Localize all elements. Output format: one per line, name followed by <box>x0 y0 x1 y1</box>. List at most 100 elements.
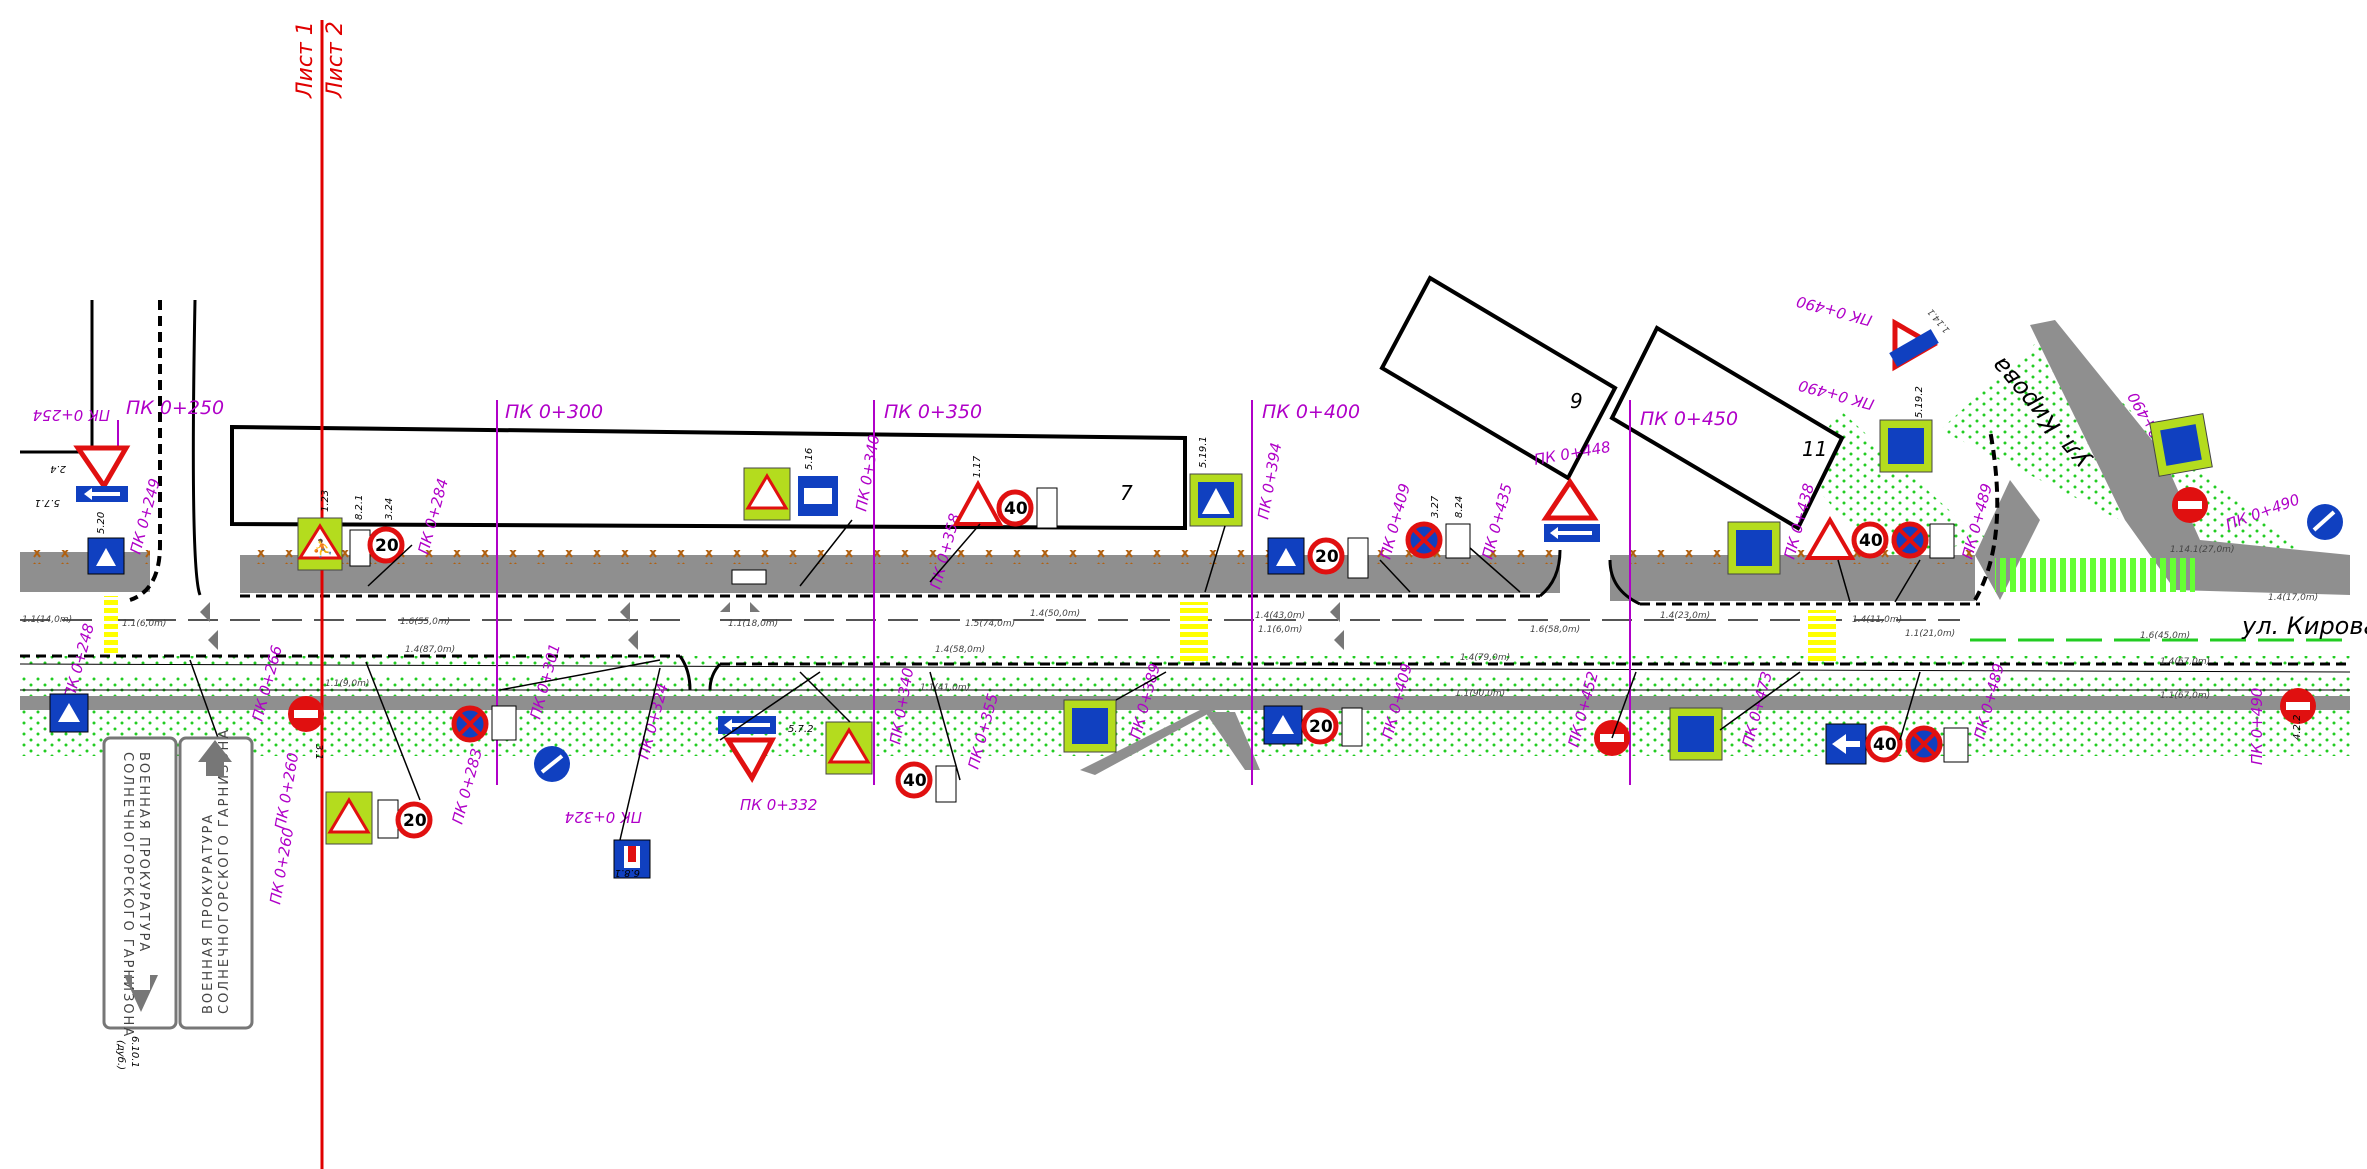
street-kirova-main: ул. Кирова <box>2241 612 2367 640</box>
sheet-boundary: Лист 1 Лист 2 <box>293 20 348 1169</box>
svg-text:40: 40 <box>1004 499 1028 519</box>
sign-code: 3.24 <box>384 498 395 520</box>
pk-324b: ПК 0+324 <box>565 808 642 826</box>
pk-label-250: ПК 0+250 <box>126 397 224 419</box>
sign-code: 1.17 <box>972 455 983 478</box>
upper-signs: ⛹ 20 40 20 4 <box>73 318 2343 579</box>
marking-label: 1.1(6,0m) <box>122 619 166 629</box>
pk-490a: ПК 0+490 <box>1795 292 1874 329</box>
sign-code: 6.8.1 <box>615 867 640 878</box>
marking-label: 1.4(79,0m) <box>1460 653 1510 663</box>
speed-limit-40-sign <box>895 761 933 799</box>
svg-text:20: 20 <box>403 811 427 831</box>
sign-1-17 <box>1804 516 1856 560</box>
lower-signs: 20 40 20 40 <box>49 688 2316 879</box>
arrow-up-icon <box>198 740 232 776</box>
pk-490e: ПК 0+490 <box>2248 688 2266 765</box>
sign-8-24 <box>1445 523 1471 559</box>
svg-text:40: 40 <box>903 771 927 791</box>
guide-board-right <box>178 736 254 1030</box>
pk-label-300: ПК 0+300 <box>505 401 603 423</box>
pk-435: ПК 0+435 <box>1478 482 1515 561</box>
pk-label-350: ПК 0+350 <box>884 401 982 423</box>
building-7-number: 7 <box>1120 481 1133 505</box>
sign-codes: 5.20 5.7.1 2.4 1.23 8.2.1 3.24 3.27 8.24… <box>35 386 2303 878</box>
speed-limit-20-sign <box>395 801 433 839</box>
board-text: ВОЕННАЯ ПРОКУРАТУРА <box>201 813 216 1014</box>
sign-5-7-1 <box>1889 329 1939 367</box>
marking-labels: 1.1(14,0m) 1.1(6,0m) 1.6(55,0m) 1.4(87,0… <box>22 306 2318 701</box>
pk-260a: ПК 0+260 <box>271 751 302 830</box>
sign-2-4 <box>73 445 131 491</box>
marking-label: 1.6(58,0m) <box>1530 625 1580 635</box>
pk-490b: ПК 0+490 <box>1797 376 1876 413</box>
sign-1-17 <box>952 479 1004 526</box>
sign-5-20 <box>49 693 89 733</box>
guide-boards: ВОЕННАЯ ПРОКУРАТУРА СОЛНЕЧНОГОРСКОГО ГАР… <box>102 728 254 1070</box>
sign-8-24 <box>1929 523 1955 559</box>
marking-label: 1.4(17,0m) <box>2268 593 2318 603</box>
svg-text:20: 20 <box>1309 717 1333 737</box>
marking-label: 1.4(23,0m) <box>1660 611 1710 621</box>
side-street-left <box>20 300 94 455</box>
marking-label: 1.6(45,0m) <box>2140 631 2190 641</box>
board-code: 6.10.1 <box>129 1036 140 1068</box>
board-text: СОЛНЕЧНОГОРСКОГО ГАРНИЗОНА <box>120 752 135 1038</box>
sign-code: 8.2.1 <box>354 495 365 520</box>
sign-2-4 <box>723 737 777 783</box>
speed-limit-20-sign <box>367 526 405 564</box>
building-7 <box>230 424 1187 531</box>
sign-8-24 <box>1943 727 1969 763</box>
marking-label: 1.4(43,0m) <box>1255 611 1305 621</box>
marking-label: 1.6(55,0m) <box>400 617 450 627</box>
board-text: СОЛНЕЧНОГОРСКОГО ГАРНИЗОНА <box>217 728 232 1014</box>
sheet-2-label: Лист 2 <box>323 21 348 99</box>
speed-limit-20-sign <box>1307 537 1345 575</box>
marking-label: 1.1(90,0m) <box>1455 689 1505 699</box>
marking-label: 1.4(87,0m) <box>405 645 455 655</box>
sign-code: 1.23 <box>320 490 331 512</box>
speed-limit-40-sign <box>1865 725 1903 763</box>
marking-label: 1.14.1(27,0m) <box>2170 545 2234 555</box>
sign-code: 5.19.1 <box>1198 436 1209 468</box>
speed-limit-20-sign <box>1301 707 1339 745</box>
marking-label: 1.1(18,0m) <box>728 619 778 629</box>
marking-label: 1.4(50,0m) <box>1030 609 1080 619</box>
marking-label: 1.1(9,0m) <box>325 679 369 689</box>
sign-code: 5.7.2 <box>788 724 813 735</box>
marking-label: 1.4(67,0m) <box>2160 657 2210 667</box>
pk-283: ПК 0+283 <box>448 747 485 826</box>
sign-code: 3.27 <box>1430 495 1441 518</box>
marking-label: 1.1(14,0m) <box>22 615 72 625</box>
sign-code: 5.16 <box>804 448 815 470</box>
sign-code: 5.7.1 <box>35 497 60 508</box>
marking-label: 1.1(41,0m) <box>920 683 970 693</box>
sign-2-4 <box>1541 477 1599 521</box>
board-code: (дуб.) <box>115 1040 127 1070</box>
pk-label-400: ПК 0+400 <box>1262 401 1360 423</box>
building-9 <box>1379 275 1618 481</box>
marking-label: 1.1(6,0m) <box>1258 625 1302 635</box>
speed-limit-40-sign <box>996 489 1034 527</box>
sign-code: 2.4 <box>50 463 66 474</box>
svg-text:⛹: ⛹ <box>312 538 333 559</box>
pk-394: ПК 0+394 <box>1254 441 1285 520</box>
buildings: 7 9 11 <box>230 275 1845 531</box>
building-11-number: 11 <box>1802 437 1827 461</box>
marking-label: 1.4(58,0m) <box>935 645 985 655</box>
svg-text:20: 20 <box>1315 547 1339 567</box>
lane-arrows <box>200 569 1344 650</box>
marking-label: 1.4(11,0m) <box>1852 615 1902 625</box>
pedestrian-crossings <box>104 558 2195 662</box>
svg-text:40: 40 <box>1873 735 1897 755</box>
sign-code: 5.20 <box>96 512 107 534</box>
sign-8-24 <box>491 705 517 741</box>
pk-254: ПК 0+254 <box>33 406 110 424</box>
building-9-number: 9 <box>1570 389 1583 413</box>
speed-limit-40-sign <box>1851 521 1889 559</box>
marking-label: 1.1(21,0m) <box>1905 629 1955 639</box>
sign-code: 5.19.2 <box>1914 386 1925 418</box>
arrow-down-icon <box>124 975 158 1012</box>
sign-code: 4.2.2 <box>2292 715 2303 740</box>
